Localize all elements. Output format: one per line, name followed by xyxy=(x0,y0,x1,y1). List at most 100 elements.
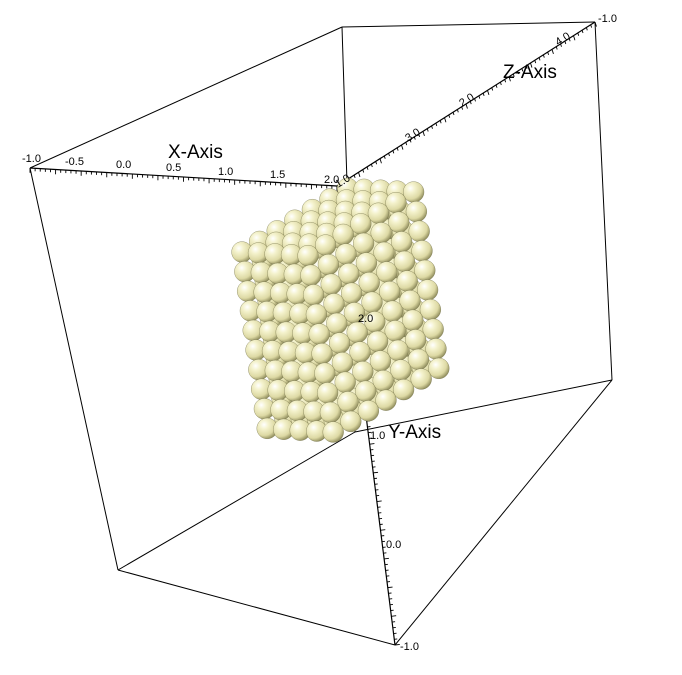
sphere-marker xyxy=(385,192,407,214)
sphere-marker xyxy=(320,273,342,295)
sphere-marker xyxy=(352,361,374,383)
y-axis-title: Y-Axis xyxy=(388,422,441,443)
sphere-marker xyxy=(393,379,415,401)
z-tick-mark xyxy=(418,133,421,138)
sphere-marker xyxy=(410,368,432,390)
sphere-marker xyxy=(331,352,353,374)
z-tick-mark xyxy=(370,163,373,168)
y-tick-mark xyxy=(373,471,379,474)
sphere-lattice xyxy=(231,177,450,443)
sphere-marker xyxy=(337,391,359,413)
z-tick-mark xyxy=(392,150,395,154)
sphere-marker xyxy=(311,343,333,365)
sphere-marker xyxy=(322,421,344,443)
z-tick-mark xyxy=(401,144,404,150)
sphere-marker xyxy=(334,371,356,393)
z-tick-mark xyxy=(426,128,429,132)
y-tick-label-2: 2.0 xyxy=(358,313,373,325)
z-tick-mark xyxy=(366,166,369,170)
z-tick-mark xyxy=(521,68,524,72)
z-tick-mark xyxy=(396,147,399,151)
z-tick-mark xyxy=(461,106,464,110)
y-tick-label-neg1: -1.0 xyxy=(400,641,419,653)
sphere-marker xyxy=(399,290,421,312)
z-tick-mark xyxy=(405,142,408,146)
sphere-marker xyxy=(425,338,447,360)
x-axis-ticks xyxy=(29,168,338,191)
sphere-marker xyxy=(391,231,413,253)
sphere-marker xyxy=(403,181,425,203)
z-tick-mark xyxy=(564,40,567,45)
sphere-marker xyxy=(305,303,327,325)
sphere-marker xyxy=(411,240,433,262)
z-tick-mark xyxy=(431,125,433,129)
y-tick-mark xyxy=(380,529,386,531)
x-tick-label-15: 1.5 xyxy=(270,169,285,181)
sphere-marker xyxy=(303,284,325,306)
sphere-marker xyxy=(381,300,403,322)
sphere-marker xyxy=(419,299,441,321)
sphere-marker xyxy=(373,241,395,263)
sphere-marker xyxy=(428,357,450,379)
y-tick-mark xyxy=(376,500,382,503)
sphere-marker xyxy=(414,259,436,281)
sphere-marker xyxy=(357,400,379,422)
sphere-marker xyxy=(376,261,398,283)
z-tick-mark xyxy=(358,172,361,178)
sphere-marker xyxy=(367,330,389,352)
y-tick-label-1: 1.0 xyxy=(370,430,385,442)
z-tick-mark xyxy=(495,84,498,88)
sphere-marker xyxy=(332,223,354,245)
z-tick-mark xyxy=(388,153,390,157)
sphere-marker xyxy=(372,370,394,392)
sphere-marker xyxy=(390,359,412,381)
z-tick-mark xyxy=(573,35,576,41)
y-tick-mark xyxy=(394,643,400,646)
sphere-marker xyxy=(375,389,397,411)
z-tick-label-neg1: -1.0 xyxy=(598,13,617,25)
sphere-marker xyxy=(393,250,415,272)
z-tick-mark xyxy=(444,117,447,123)
sphere-marker xyxy=(369,350,391,372)
sphere-marker xyxy=(319,401,341,423)
sphere-marker xyxy=(315,234,337,256)
sphere-marker xyxy=(338,263,360,285)
z-tick-mark xyxy=(409,139,412,143)
sphere-marker xyxy=(355,252,377,274)
y-tick-label-0: 0.0 xyxy=(386,539,401,551)
x-tick-label-neg05: -0.5 xyxy=(65,156,84,168)
sphere-marker xyxy=(407,348,429,370)
z-tick-mark xyxy=(560,43,562,47)
z-axis-title: Z-Axis xyxy=(503,62,557,83)
z-tick-mark xyxy=(482,92,485,97)
sphere-marker xyxy=(396,270,418,292)
z-tick-mark xyxy=(448,114,451,118)
z-tick-mark xyxy=(504,79,507,83)
z-tick-mark xyxy=(512,73,515,77)
sphere-marker xyxy=(379,281,401,303)
z-tick-mark xyxy=(379,158,382,164)
z-tick-mark xyxy=(517,71,519,75)
sphere-marker xyxy=(350,213,372,235)
x-tick-label-1: 1.0 xyxy=(218,166,233,178)
z-tick-mark xyxy=(439,120,442,124)
z-tick-mark xyxy=(530,62,533,68)
x-axis xyxy=(29,167,338,191)
z-tick-mark xyxy=(585,27,588,31)
z-tick-mark xyxy=(590,24,593,28)
sphere-marker xyxy=(405,201,427,223)
z-tick-label-2: 2.0 xyxy=(457,91,476,109)
sphere-marker xyxy=(422,318,444,340)
z-tick-mark xyxy=(362,169,365,173)
z-tick-mark xyxy=(525,65,528,69)
z-tick-mark xyxy=(538,57,541,61)
z-tick-mark xyxy=(491,87,494,91)
x-tick-label-05: 0.5 xyxy=(166,162,181,174)
z-tick-mark xyxy=(547,51,550,56)
z-tick-mark xyxy=(499,81,502,86)
sphere-marker xyxy=(370,222,392,244)
y-tick-mark xyxy=(391,615,397,617)
sphere-marker xyxy=(388,211,410,233)
z-tick-mark xyxy=(542,54,545,58)
